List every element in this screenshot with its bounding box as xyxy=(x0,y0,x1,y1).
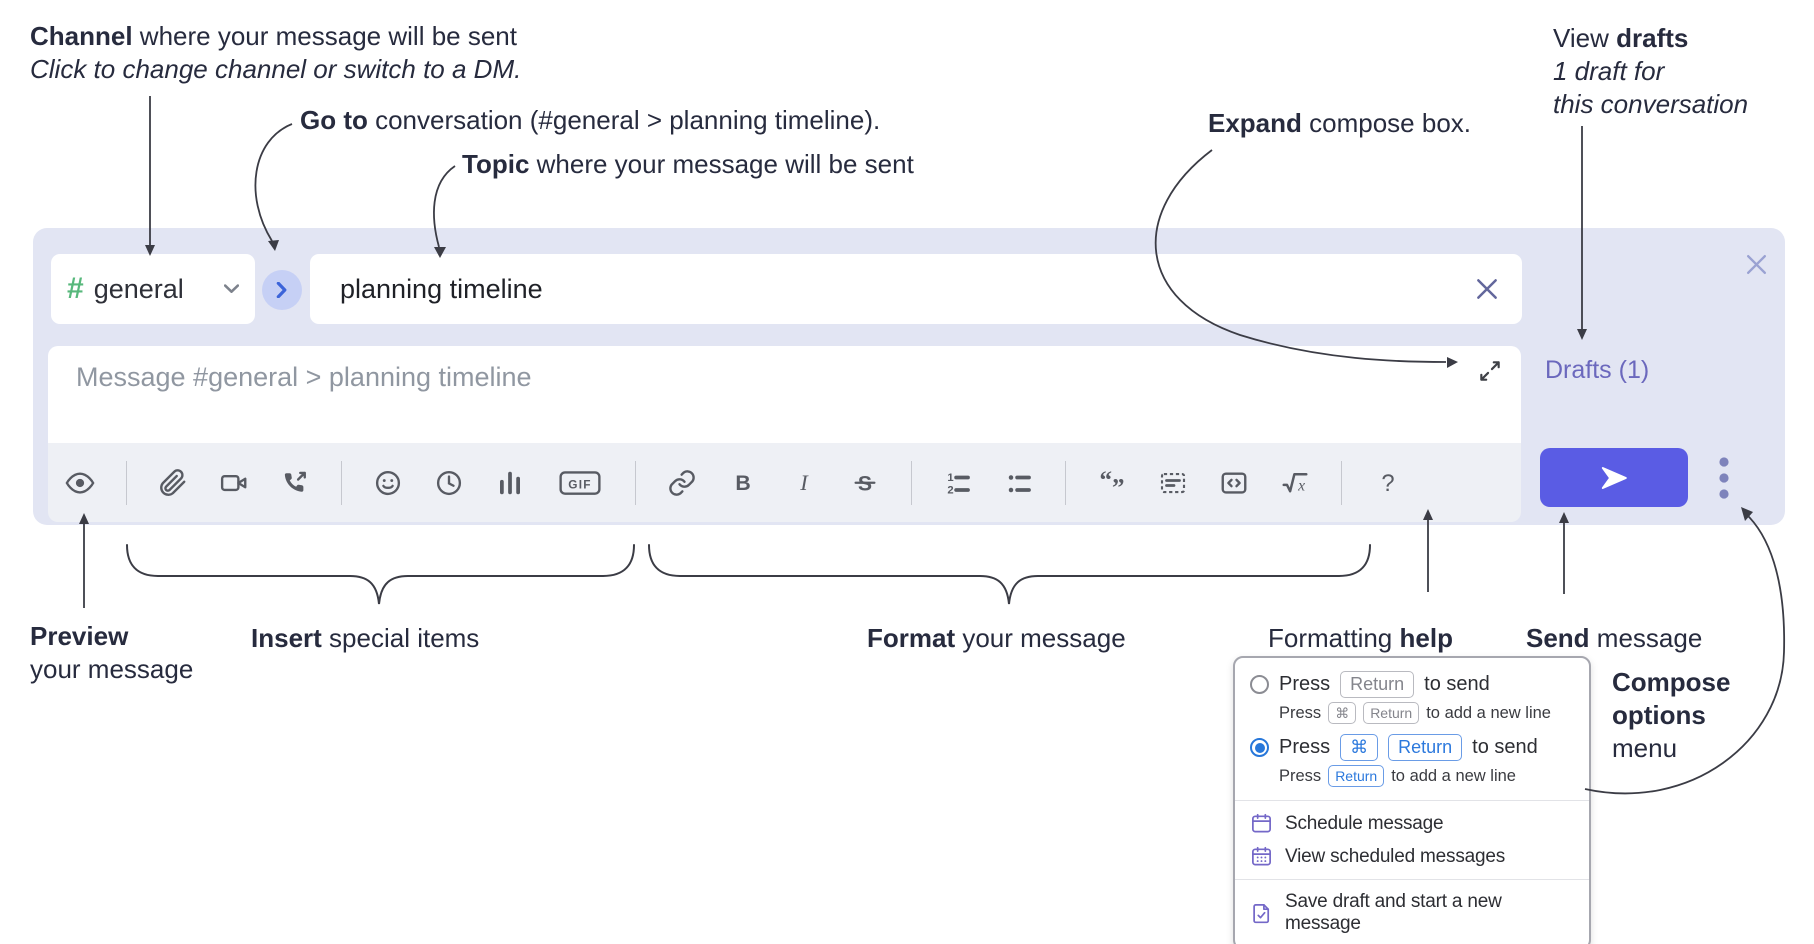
poll-icon[interactable] xyxy=(495,468,525,498)
strikethrough-icon[interactable]: S xyxy=(850,468,880,498)
annotation-preview: Preview your message xyxy=(30,621,194,684)
send-button[interactable] xyxy=(1540,448,1688,507)
brace-format-message xyxy=(648,544,1371,605)
annotation-channel: Channel where your message will be sent … xyxy=(30,21,522,84)
annotation-expand: Expand compose box. xyxy=(1208,108,1472,138)
go-to-conversation-button[interactable] xyxy=(262,270,302,310)
drafts-link[interactable]: Drafts (1) xyxy=(1545,356,1650,384)
svg-text:1: 1 xyxy=(947,472,953,484)
formatting-toolbar: GIF B I S 12 xyxy=(48,443,1521,522)
help-icon[interactable]: ? xyxy=(1373,468,1403,498)
annotation-insert: Insert special items xyxy=(251,623,480,653)
cmd-keycap: ⌘ xyxy=(1328,702,1357,724)
cmd-enter-sends-option[interactable]: Press ⌘ Return to send xyxy=(1235,731,1589,764)
cmd-keycap: ⌘ xyxy=(1340,734,1379,761)
svg-text:I: I xyxy=(799,469,809,494)
close-compose-icon[interactable] xyxy=(1744,252,1769,282)
svg-text:?: ? xyxy=(1381,470,1394,497)
annotation-topic: Topic where your message will be sent xyxy=(462,149,914,179)
link-icon[interactable] xyxy=(667,468,697,498)
cmd-enter-sends-subtext: Press Return to add a new line xyxy=(1235,764,1589,794)
channel-selector[interactable]: # general xyxy=(51,254,255,324)
popup-divider xyxy=(1235,879,1589,880)
svg-text:x: x xyxy=(1297,477,1305,494)
menu-item-schedule-message[interactable]: Schedule message xyxy=(1235,807,1589,840)
quote-icon[interactable]: “” xyxy=(1097,468,1127,498)
toolbar-divider xyxy=(126,460,127,505)
annotation-format: Format your message xyxy=(867,623,1126,653)
svg-text:B: B xyxy=(735,470,750,494)
menu-item-save-draft[interactable]: Save draft and start a new message xyxy=(1235,886,1589,940)
chevron-down-icon xyxy=(224,284,239,293)
popup-divider xyxy=(1235,800,1589,801)
compose-options-menu-icon[interactable] xyxy=(1700,452,1748,504)
audio-call-icon[interactable] xyxy=(280,468,310,498)
time-icon[interactable] xyxy=(434,468,464,498)
attach-icon[interactable] xyxy=(158,468,188,498)
radio-unselected[interactable] xyxy=(1250,675,1269,694)
gif-icon[interactable]: GIF xyxy=(556,468,604,498)
toolbar-divider xyxy=(911,460,912,505)
annotation-goto: Go to conversation (#general > planning … xyxy=(300,105,881,135)
channel-hash-icon: # xyxy=(67,272,84,305)
toolbar-divider xyxy=(341,460,342,505)
message-area: GIF B I S 12 xyxy=(48,346,1521,522)
message-input[interactable] xyxy=(48,346,1521,443)
code-icon[interactable] xyxy=(1219,468,1249,498)
emoji-icon[interactable] xyxy=(373,468,403,498)
bold-icon[interactable]: B xyxy=(728,468,758,498)
return-keycap: Return xyxy=(1363,702,1420,724)
spoiler-icon[interactable] xyxy=(1158,468,1188,498)
return-keycap: Return xyxy=(1340,671,1415,698)
chevron-right-icon xyxy=(276,282,287,298)
toolbar-divider xyxy=(635,460,636,505)
svg-text:“: “ xyxy=(1100,468,1113,494)
svg-text:GIF: GIF xyxy=(568,477,592,491)
menu-item-view-scheduled[interactable]: View scheduled messages xyxy=(1235,840,1589,873)
bulleted-list-icon[interactable] xyxy=(1004,468,1034,498)
expand-icon[interactable] xyxy=(1477,358,1503,389)
annotation-formatting-help: Formatting help xyxy=(1268,623,1453,653)
italic-icon[interactable]: I xyxy=(789,468,819,498)
preview-icon[interactable] xyxy=(65,468,95,498)
return-keycap: Return xyxy=(1328,765,1385,787)
annotation-compose-options: Compose options menu xyxy=(1612,667,1731,763)
clear-topic-icon[interactable] xyxy=(1474,276,1500,307)
video-call-icon[interactable] xyxy=(219,468,249,498)
toolbar-divider xyxy=(1065,460,1066,505)
radio-selected[interactable] xyxy=(1250,738,1269,757)
enter-sends-subtext: Press ⌘ Return to add a new line xyxy=(1235,701,1589,731)
calendar-dots-icon xyxy=(1252,846,1271,866)
annotation-view-drafts: View drafts 1 draft for this conversatio… xyxy=(1553,23,1749,119)
svg-text:2: 2 xyxy=(947,484,953,496)
toolbar-divider xyxy=(1341,460,1342,505)
enter-sends-option[interactable]: Press Return to send xyxy=(1235,668,1589,701)
svg-text:”: ” xyxy=(1112,474,1125,498)
calendar-icon xyxy=(1252,813,1271,833)
compose-box: # general xyxy=(33,228,1785,525)
annotation-send: Send message xyxy=(1526,623,1703,653)
return-keycap: Return xyxy=(1388,734,1463,761)
math-icon[interactable]: x xyxy=(1280,468,1310,498)
topic-input[interactable] xyxy=(310,254,1522,324)
save-draft-icon xyxy=(1253,903,1270,923)
compose-options-popup: Press Return to send Press ⌘ Return to a… xyxy=(1233,656,1591,944)
channel-name: general xyxy=(93,273,184,304)
brace-insert-items xyxy=(126,544,635,605)
topic-input-wrap xyxy=(310,254,1522,324)
send-icon xyxy=(1601,466,1627,489)
